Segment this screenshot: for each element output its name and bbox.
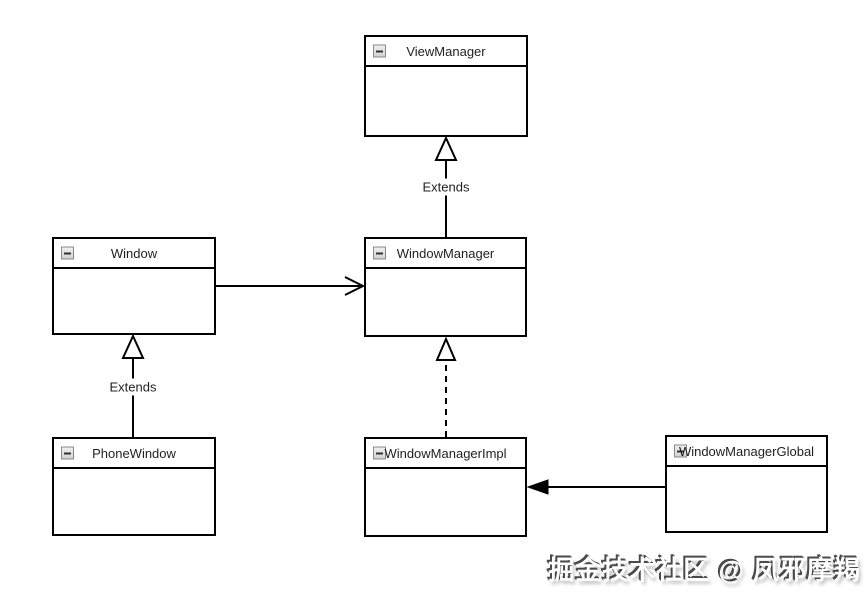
class-title: Window <box>110 245 158 261</box>
collapse-minus-icon <box>674 444 687 458</box>
hollow-triangle-arrowhead <box>121 333 145 359</box>
class-body <box>366 469 525 533</box>
open-arrowhead <box>344 276 366 296</box>
collapse-minus-icon <box>373 246 386 260</box>
class-title: WindowManager <box>396 245 495 261</box>
class-phonewindow: PhoneWindow <box>52 437 216 536</box>
filled-arrowhead <box>526 479 549 495</box>
class-viewmanager: ViewManager <box>364 35 528 137</box>
class-windowmanager: WindowManager <box>364 237 527 337</box>
class-header: WindowManagerImpl <box>366 439 525 469</box>
watermark-text: 掘金技术社区 @ 凤邪摩羯 <box>548 555 861 585</box>
edge-generalization-windowmanager-viewmanager <box>434 135 458 237</box>
class-body <box>667 467 826 529</box>
class-body <box>366 67 526 133</box>
edge-association-window-windowmanager <box>216 276 366 296</box>
class-header: WindowManagerGlobal <box>667 437 826 467</box>
class-title: PhoneWindow <box>92 445 176 461</box>
collapse-minus-icon <box>61 246 74 260</box>
collapse-minus-icon <box>373 44 386 58</box>
class-window: Window <box>52 237 216 335</box>
class-body <box>54 469 214 532</box>
edge-realization-windowmanagerimpl-windowmanager <box>435 336 457 437</box>
class-title: WindowManagerGlobal <box>678 443 815 459</box>
edge-label-extends-left: Extends <box>105 378 161 396</box>
collapse-minus-icon <box>61 446 74 460</box>
class-header: Window <box>54 239 214 269</box>
edge-association-windowmanagerglobal-windowmanagerimpl <box>526 479 665 495</box>
class-body <box>54 269 214 331</box>
class-header: PhoneWindow <box>54 439 214 469</box>
edge-generalization-phonewindow-window <box>121 333 145 437</box>
collapse-minus-icon <box>373 446 386 460</box>
edge-label-extends-top: Extends <box>418 178 474 196</box>
class-windowmanagerimpl: WindowManagerImpl <box>364 437 527 537</box>
class-header: ViewManager <box>366 37 526 67</box>
class-title: WindowManagerImpl <box>384 445 507 461</box>
class-title: ViewManager <box>406 43 486 59</box>
hollow-triangle-arrowhead <box>434 135 458 161</box>
hollow-triangle-arrowhead <box>435 336 457 361</box>
class-body <box>366 269 525 333</box>
class-windowmanagerglobal: WindowManagerGlobal <box>665 435 828 533</box>
class-header: WindowManager <box>366 239 525 269</box>
